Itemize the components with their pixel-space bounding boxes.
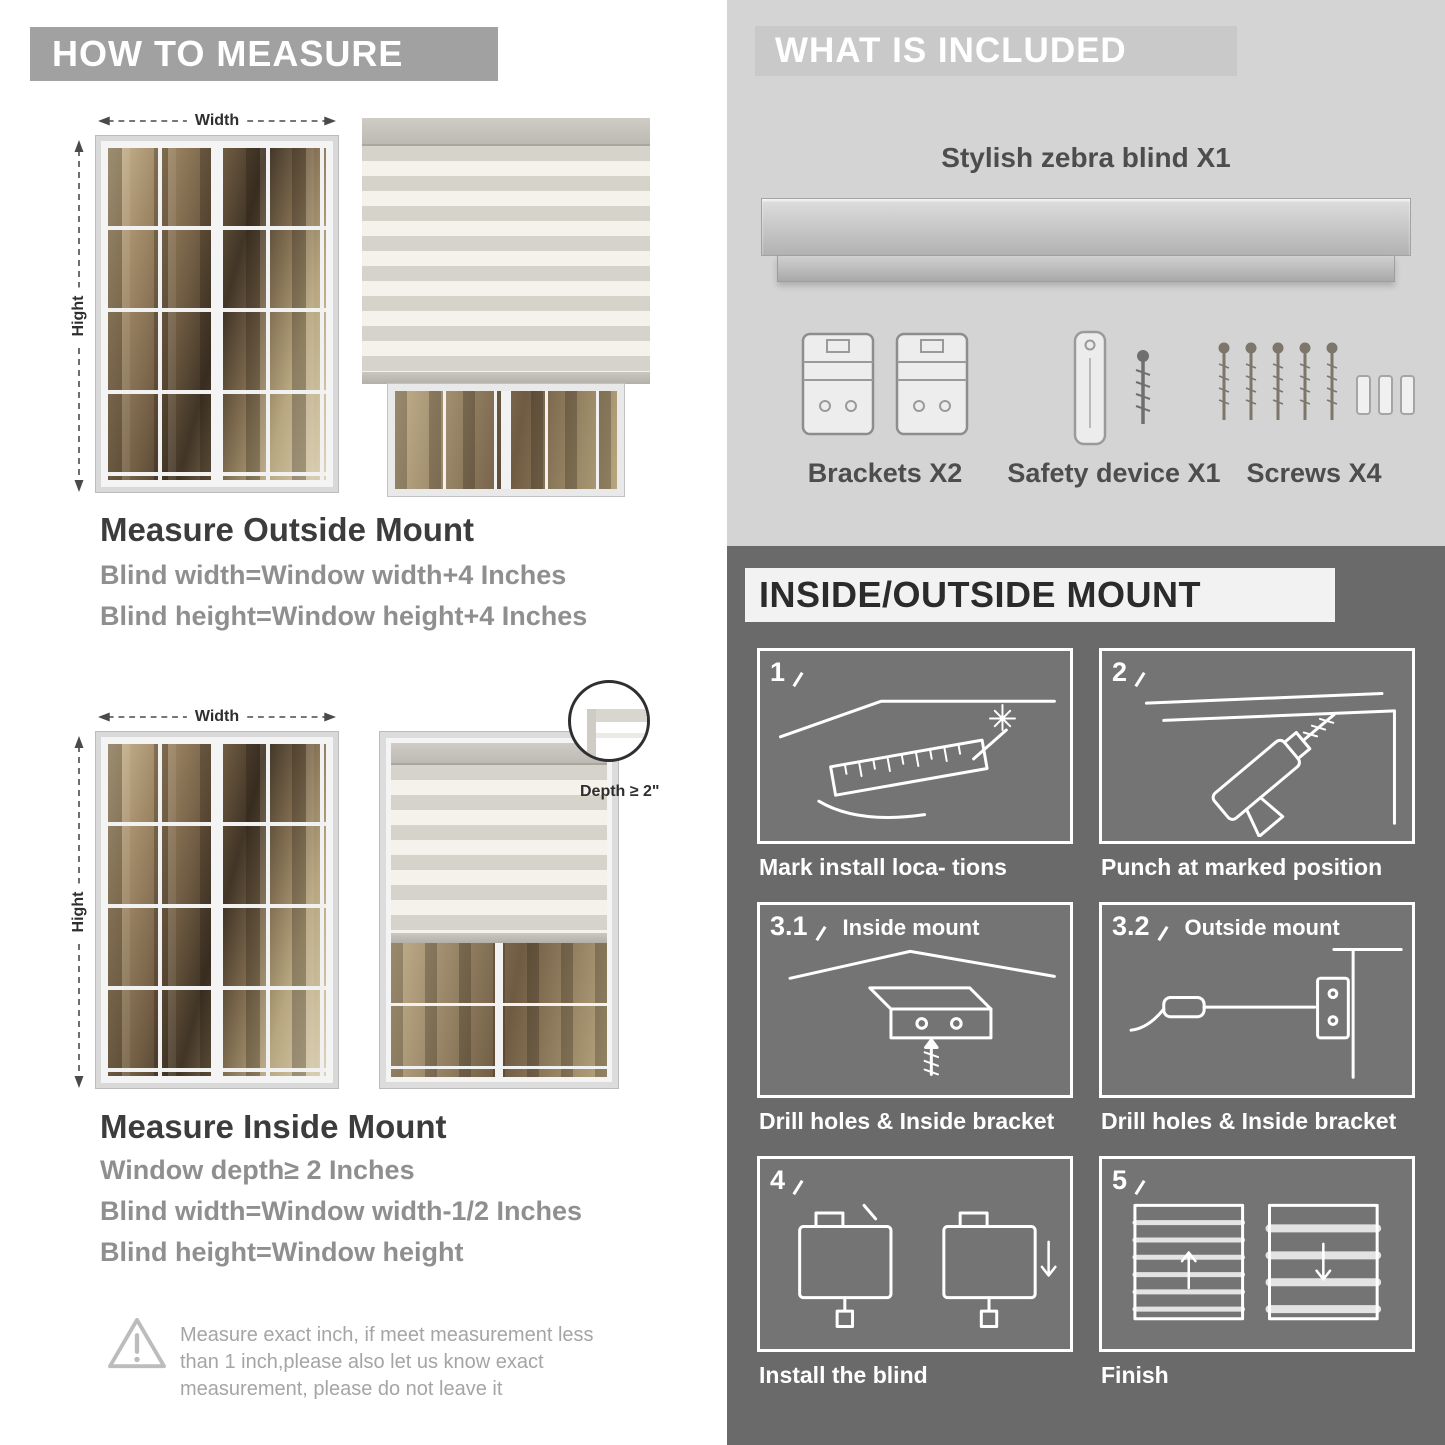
inside-height-formula: Blind height=Window height [100, 1237, 464, 1267]
width-arrow-inside: Width [98, 708, 336, 726]
brackets-label: Brackets X2 [807, 458, 963, 488]
measurement-warning-text: Measure exact inch, if meet measurement … [180, 1324, 594, 1400]
inside-width-formula: Blind width=Window width-1/2 Inches [100, 1196, 583, 1226]
screws-label: Screws X4 [1246, 458, 1382, 488]
window-under-blind [388, 384, 624, 496]
height-label: Hight [70, 287, 88, 345]
blind-stripes [391, 765, 607, 933]
blind-cassette [391, 743, 607, 765]
step-4-number: 4 [770, 1165, 806, 1196]
step-panel-3-2: 3.2 Outside mount [1099, 902, 1415, 1098]
headrail-valance [777, 256, 1395, 282]
warning-icon [108, 1317, 166, 1369]
height-arrow-inside: Hight [70, 736, 88, 1088]
step-3-2-caption: Drill holes & Inside bracket [1101, 1108, 1397, 1134]
what-is-included-title: WHAT IS INCLUDED [775, 31, 1127, 70]
what-is-included-section: WHAT IS INCLUDED Stylish zebra blind X1 [727, 0, 1445, 546]
blind-stripes [362, 146, 650, 372]
width-arrow-outside: Width [98, 112, 336, 130]
step-5-number: 5 [1112, 1165, 1148, 1196]
window-inside-mount [96, 732, 338, 1088]
step-3-2-number: 3.2 Outside mount [1112, 911, 1340, 942]
window-scene [108, 744, 326, 1076]
outside-mount-title: Measure Outside Mount [100, 511, 475, 548]
inside-depth-formula: Window depth≥ 2 Inches [100, 1155, 415, 1185]
step-5-caption: Finish [1101, 1362, 1169, 1388]
inside-bracket-icon [766, 929, 1064, 1091]
safety-device-icon [1073, 330, 1151, 446]
width-label: Width [186, 708, 248, 726]
zebra-blind-item-label: Stylish zebra blind X1 [941, 142, 1231, 173]
window-scene [108, 148, 326, 480]
step-1-number: 1 [770, 657, 806, 688]
how-to-measure-title: HOW TO MEASURE [52, 33, 404, 74]
install-blind-icon [766, 1183, 1064, 1345]
blind-bottom-rail [362, 372, 650, 384]
step-2-caption: Punch at marked position [1101, 854, 1383, 880]
inside-mount-title: Measure Inside Mount [100, 1108, 447, 1145]
window-outside-mount [96, 136, 338, 492]
depth-detail-frame [587, 709, 596, 757]
step-number-slash [792, 1179, 804, 1196]
what-is-included-header: WHAT IS INCLUDED [755, 26, 1237, 76]
zebra-blind-outside-illustration [362, 118, 650, 496]
height-label: Hight [70, 883, 88, 941]
drill-icon [1108, 675, 1406, 837]
step-3-1-title: Inside mount [842, 914, 980, 940]
blind-bottom-rail [391, 933, 607, 943]
step-3-2-title: Outside mount [1184, 914, 1340, 940]
finished-blinds-icon [1108, 1183, 1406, 1345]
outside-height-formula: Blind height=Window height+4 Inches [100, 601, 588, 631]
step-2-number: 2 [1112, 657, 1148, 688]
headrail-cassette [761, 198, 1411, 256]
zebra-blind-inside-illustration [380, 732, 618, 1088]
outside-width-formula: Blind width=Window width+4 Inches [100, 560, 567, 590]
step-panel-5: 5 [1099, 1156, 1415, 1352]
step-panel-2: 2 [1099, 648, 1415, 844]
depth-detail-cassette [587, 709, 647, 722]
safety-device-label: Safety device X1 [1007, 458, 1221, 488]
step-3-1-caption: Drill holes & Inside bracket [759, 1108, 1055, 1134]
brackets-icon [801, 332, 969, 436]
step-number-slash [815, 925, 827, 942]
outside-bracket-icon [1108, 929, 1406, 1091]
depth-requirement-label: Depth ≥ 2" [580, 783, 660, 800]
measure-ruler-icon [766, 675, 1064, 837]
step-3-1-number: 3.1 Inside mount [770, 911, 980, 942]
step-panel-4: 4 [757, 1156, 1073, 1352]
depth-detail-circle [568, 680, 650, 762]
mount-header: INSIDE/OUTSIDE MOUNT [745, 568, 1335, 622]
height-arrow-outside: Hight [70, 140, 88, 492]
step-number-slash [1134, 671, 1146, 688]
zebra-blind-headrail-illustration [761, 198, 1411, 282]
blind-cassette [362, 118, 650, 146]
step-1-caption: Mark install loca- tions [759, 854, 1007, 880]
step-number-slash [792, 671, 804, 688]
mount-title: INSIDE/OUTSIDE MOUNT [759, 574, 1202, 615]
step-panel-1: 1 [757, 648, 1073, 844]
step-panel-3-1: 3.1 Inside mount [757, 902, 1073, 1098]
width-label: Width [186, 112, 248, 130]
screws-icon [1218, 342, 1415, 420]
step-4-caption: Install the blind [759, 1362, 928, 1388]
how-to-measure-header: HOW TO MEASURE [30, 27, 498, 81]
step-number-slash [1157, 925, 1169, 942]
window-scene-under-blind [391, 943, 607, 1077]
step-number-slash [1134, 1179, 1146, 1196]
inside-outside-mount-section: INSIDE/OUTSIDE MOUNT 1 Mark install loca… [727, 546, 1445, 1445]
